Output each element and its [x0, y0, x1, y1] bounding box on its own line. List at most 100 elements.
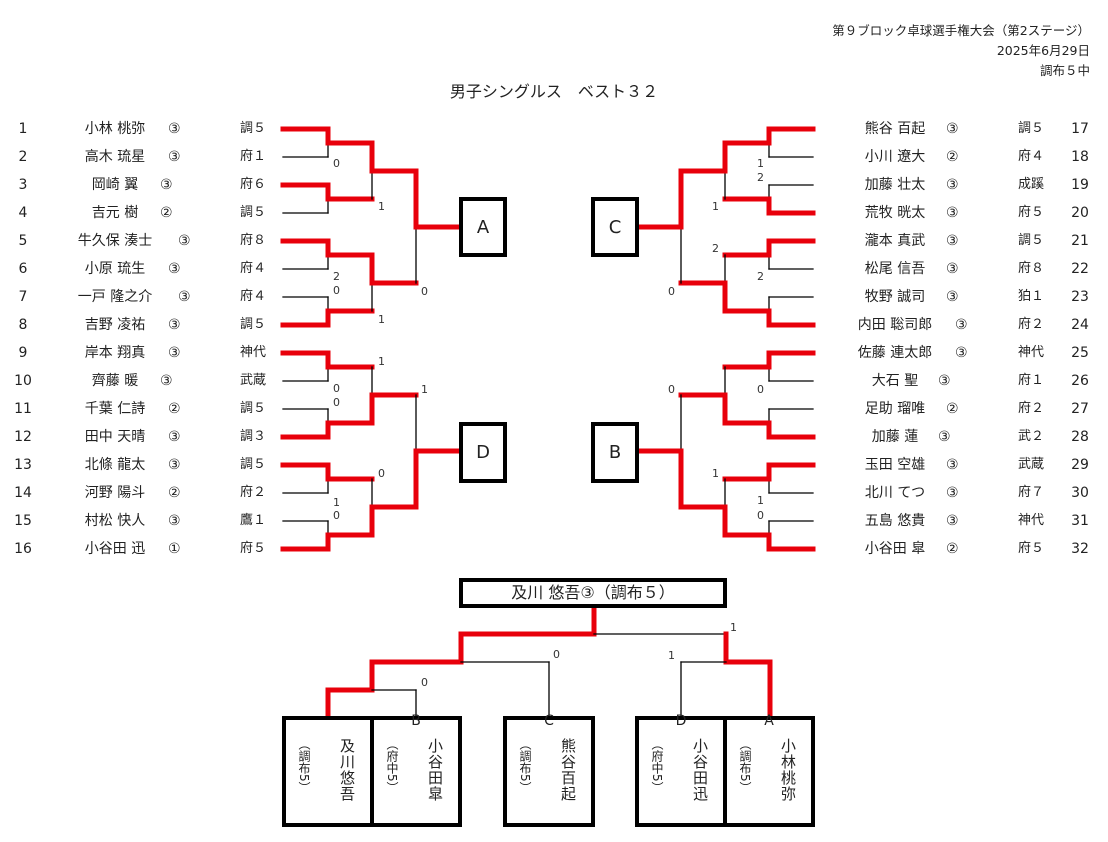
seed-number: 12 [14, 429, 32, 445]
player-grade: ③ [946, 485, 959, 501]
seed-number: 14 [14, 485, 32, 501]
player-school: 府６ [240, 177, 267, 192]
match-score: 1 [668, 649, 675, 662]
match-score: 1 [757, 157, 764, 170]
player-school: 武蔵 [240, 373, 267, 388]
seed-number: 28 [1071, 429, 1089, 445]
seed-number: 6 [18, 261, 28, 277]
match-score: 1 [378, 355, 385, 368]
finalist-school: （調布5） [738, 738, 752, 794]
seed-number: 5 [18, 233, 28, 249]
seed-number: 30 [1071, 485, 1089, 501]
player-school: 府２ [1018, 317, 1045, 332]
finalist-name: 及川悠吾 [338, 738, 356, 802]
match-score: 0 [378, 467, 385, 480]
player-name: 岸本 翔真 [84, 345, 146, 361]
player-name: 小谷田 迅 [84, 541, 146, 557]
player-grade: ③ [168, 345, 181, 361]
player-grade: ② [946, 401, 959, 417]
player-school: 調５ [1018, 233, 1045, 248]
page-title: 男子シングルス ベスト３２ [449, 82, 659, 101]
player-school: 府５ [240, 541, 267, 556]
player-grade: ③ [168, 121, 181, 137]
player-name: 佐藤 連太郎 [857, 345, 933, 361]
player-grade: ② [946, 149, 959, 165]
match-score: 2 [757, 171, 764, 184]
player-grade: ③ [938, 429, 951, 445]
player-grade: ③ [955, 345, 968, 361]
player-school: 武蔵 [1018, 457, 1045, 472]
player-name: 村松 快人 [84, 513, 146, 529]
player-grade: ③ [946, 289, 959, 305]
match-score: 1 [333, 496, 340, 509]
match-score: 1 [421, 383, 428, 396]
player-grade: ① [168, 541, 181, 557]
seed-number: 1 [18, 121, 28, 137]
player-name: 北條 龍太 [84, 457, 146, 473]
finalist-school: （府中5） [650, 738, 664, 794]
player-name: 小川 遼大 [864, 149, 926, 165]
player-name: 牧野 誠司 [864, 289, 926, 305]
player-school: 府２ [1018, 401, 1045, 416]
block-box-c: C [591, 197, 639, 257]
seed-number: 18 [1071, 149, 1089, 165]
match-score: 1 [378, 200, 385, 213]
player-name: 小原 琉生 [84, 261, 146, 277]
match-score: 1 [712, 467, 719, 480]
player-name: 松尾 信吾 [864, 261, 926, 277]
player-name: 内田 聡司郎 [857, 317, 933, 333]
finalist-name: 小谷田皐 [426, 738, 444, 802]
player-school: 調５ [240, 401, 267, 416]
player-grade: ② [168, 485, 181, 501]
seed-number: 25 [1071, 345, 1089, 361]
block-letter: A [764, 713, 774, 729]
player-school: 調５ [240, 121, 267, 136]
player-grade: ③ [946, 457, 959, 473]
player-school: 武２ [1018, 429, 1045, 444]
player-school: 府２ [240, 485, 267, 500]
player-name: 瀧本 真武 [864, 233, 926, 249]
seed-number: 4 [18, 205, 28, 221]
seed-number: 9 [18, 345, 28, 361]
player-name: 千葉 仁詩 [84, 401, 146, 417]
player-grade: ③ [168, 429, 181, 445]
match-score: 0 [553, 648, 560, 661]
seed-number: 22 [1071, 261, 1089, 277]
player-school: 鷹１ [240, 513, 267, 528]
player-row: 15 村松 快人 ③ 鷹１ [0, 511, 1108, 531]
player-grade: ③ [946, 513, 959, 529]
player-grade: ③ [168, 149, 181, 165]
player-school: 府５ [1018, 205, 1045, 220]
player-name: 小谷田 皐 [864, 541, 926, 557]
player-grade: ③ [160, 373, 173, 389]
player-school: 府４ [240, 289, 267, 304]
player-grade: ③ [178, 233, 191, 249]
seed-number: 16 [14, 541, 32, 557]
player-name: 五島 悠貴 [864, 513, 926, 529]
seed-number: 15 [14, 513, 32, 529]
player-name: 一戸 隆之介 [77, 289, 153, 305]
seed-number: 29 [1071, 457, 1089, 473]
seed-number: 19 [1071, 177, 1089, 193]
block-box-a: A [459, 197, 507, 257]
finalist-name: 小林桃弥 [779, 738, 797, 802]
seed-number: 10 [14, 373, 32, 389]
player-grade: ③ [955, 317, 968, 333]
seed-number: 2 [18, 149, 28, 165]
match-score: 2 [757, 270, 764, 283]
player-name: 荒牧 晄太 [864, 205, 926, 221]
